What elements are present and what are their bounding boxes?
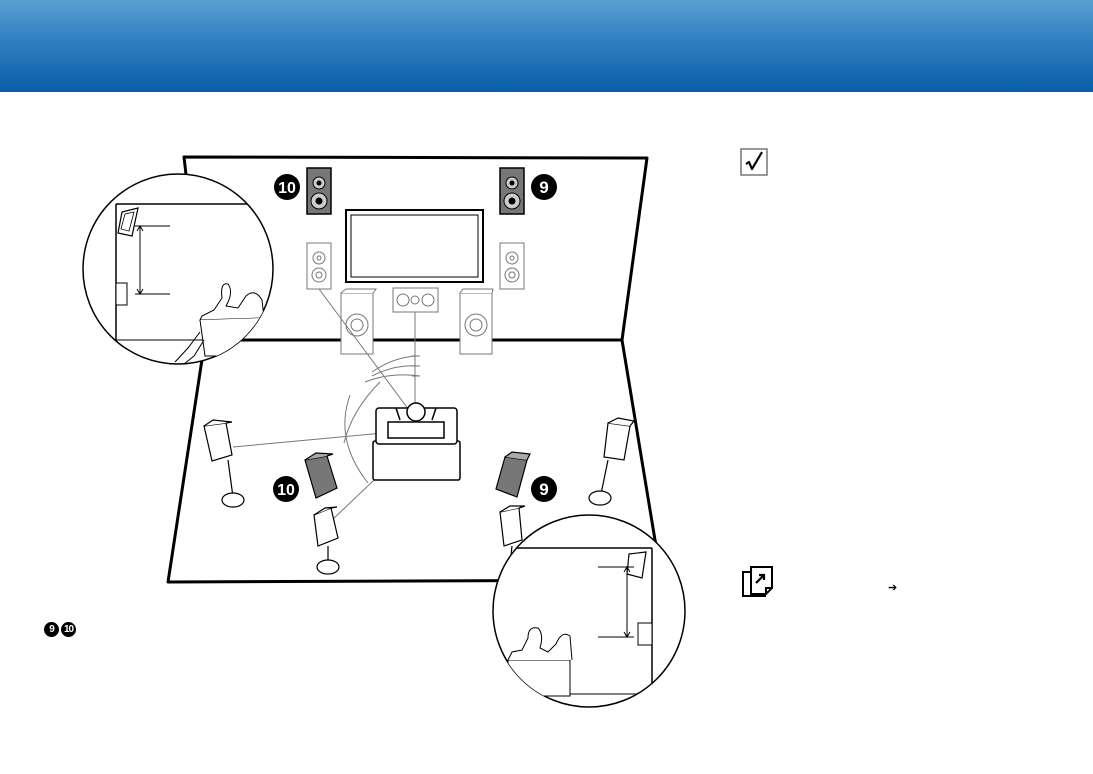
arrow-right-icon: ➔ [888, 582, 898, 594]
tv-screen [345, 209, 484, 283]
front-speaker-left [306, 242, 332, 290]
surround-speaker-left [203, 419, 245, 508]
legend-badge-10: 10 [61, 622, 76, 637]
svg-text:9: 9 [539, 178, 548, 197]
subwoofer-left [340, 288, 377, 355]
rear-height-speaker-right [495, 451, 531, 498]
side-view-inset-left [82, 173, 274, 365]
legend-badges: 9 10 [44, 622, 76, 638]
check-box-icon [740, 148, 768, 176]
header-banner [0, 0, 1093, 92]
rear-height-speaker-left [304, 452, 338, 499]
svg-text:10: 10 [277, 482, 295, 499]
badge-9-bottom: 9 [531, 476, 557, 502]
height-speaker-left [306, 167, 332, 215]
surround-back-speaker-left [313, 506, 340, 575]
center-speaker [392, 287, 439, 313]
listener-sofa [372, 402, 461, 481]
svg-text:9: 9 [539, 480, 548, 499]
height-speaker-right [499, 167, 525, 215]
badge-10-top: 10 [274, 174, 300, 200]
badge-9-top: 9 [531, 174, 557, 200]
page-reference-icon [742, 566, 774, 598]
legend-badge-9: 9 [44, 622, 59, 637]
svg-text:10: 10 [278, 180, 296, 197]
badge-10-bottom: 10 [273, 476, 299, 502]
surround-back-speaker-right [499, 505, 526, 566]
subwoofer-right [459, 288, 494, 355]
surround-speaker-right [588, 417, 636, 506]
front-speaker-right [499, 242, 525, 290]
